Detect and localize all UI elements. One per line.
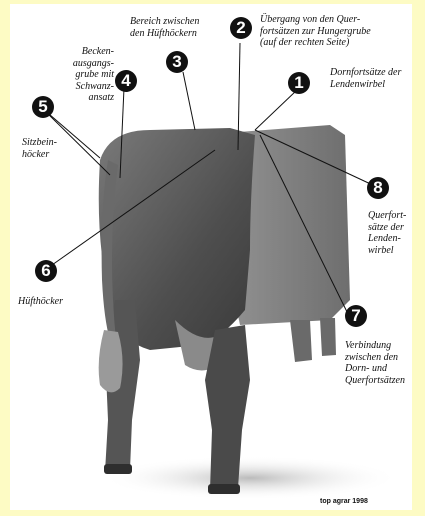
label-beckenausgangsgrube: Becken- ausgangs- grube mit Schwanz- ans… bbox=[56, 46, 114, 104]
hoof-right bbox=[208, 484, 240, 494]
badge-1: 1 bbox=[288, 72, 310, 94]
label-uebergang: Übergang von den Quer- fortsätzen zur Hu… bbox=[260, 14, 371, 49]
badge-3: 3 bbox=[166, 51, 188, 73]
badge-2: 2 bbox=[230, 17, 252, 39]
label-dornfortsaetze: Dornfortsätze der Lendenwirbel bbox=[330, 67, 401, 90]
label-verbindung: Verbindung zwischen den Dorn- und Querfo… bbox=[345, 340, 405, 386]
cow-tail-switch bbox=[99, 330, 123, 392]
badge-6: 6 bbox=[35, 260, 57, 282]
label-huefthoecker: Hüfthöcker bbox=[18, 296, 63, 308]
cow-front-legs bbox=[290, 318, 336, 362]
badge-4: 4 bbox=[115, 70, 137, 92]
badge-7: 7 bbox=[345, 305, 367, 327]
hoof-left bbox=[104, 464, 132, 474]
label-querfortsaetze: Querfort- sätze der Lenden- wirbel bbox=[368, 210, 406, 256]
label-bereich: Bereich zwischen den Hüfthöckern bbox=[130, 16, 199, 39]
label-sitzbeinhoecker: Sitzbein- höcker bbox=[22, 137, 57, 160]
image-credit: top agrar 1998 bbox=[320, 498, 368, 505]
badge-8: 8 bbox=[367, 177, 389, 199]
badge-5: 5 bbox=[32, 96, 54, 118]
ground-shadow bbox=[100, 456, 400, 500]
